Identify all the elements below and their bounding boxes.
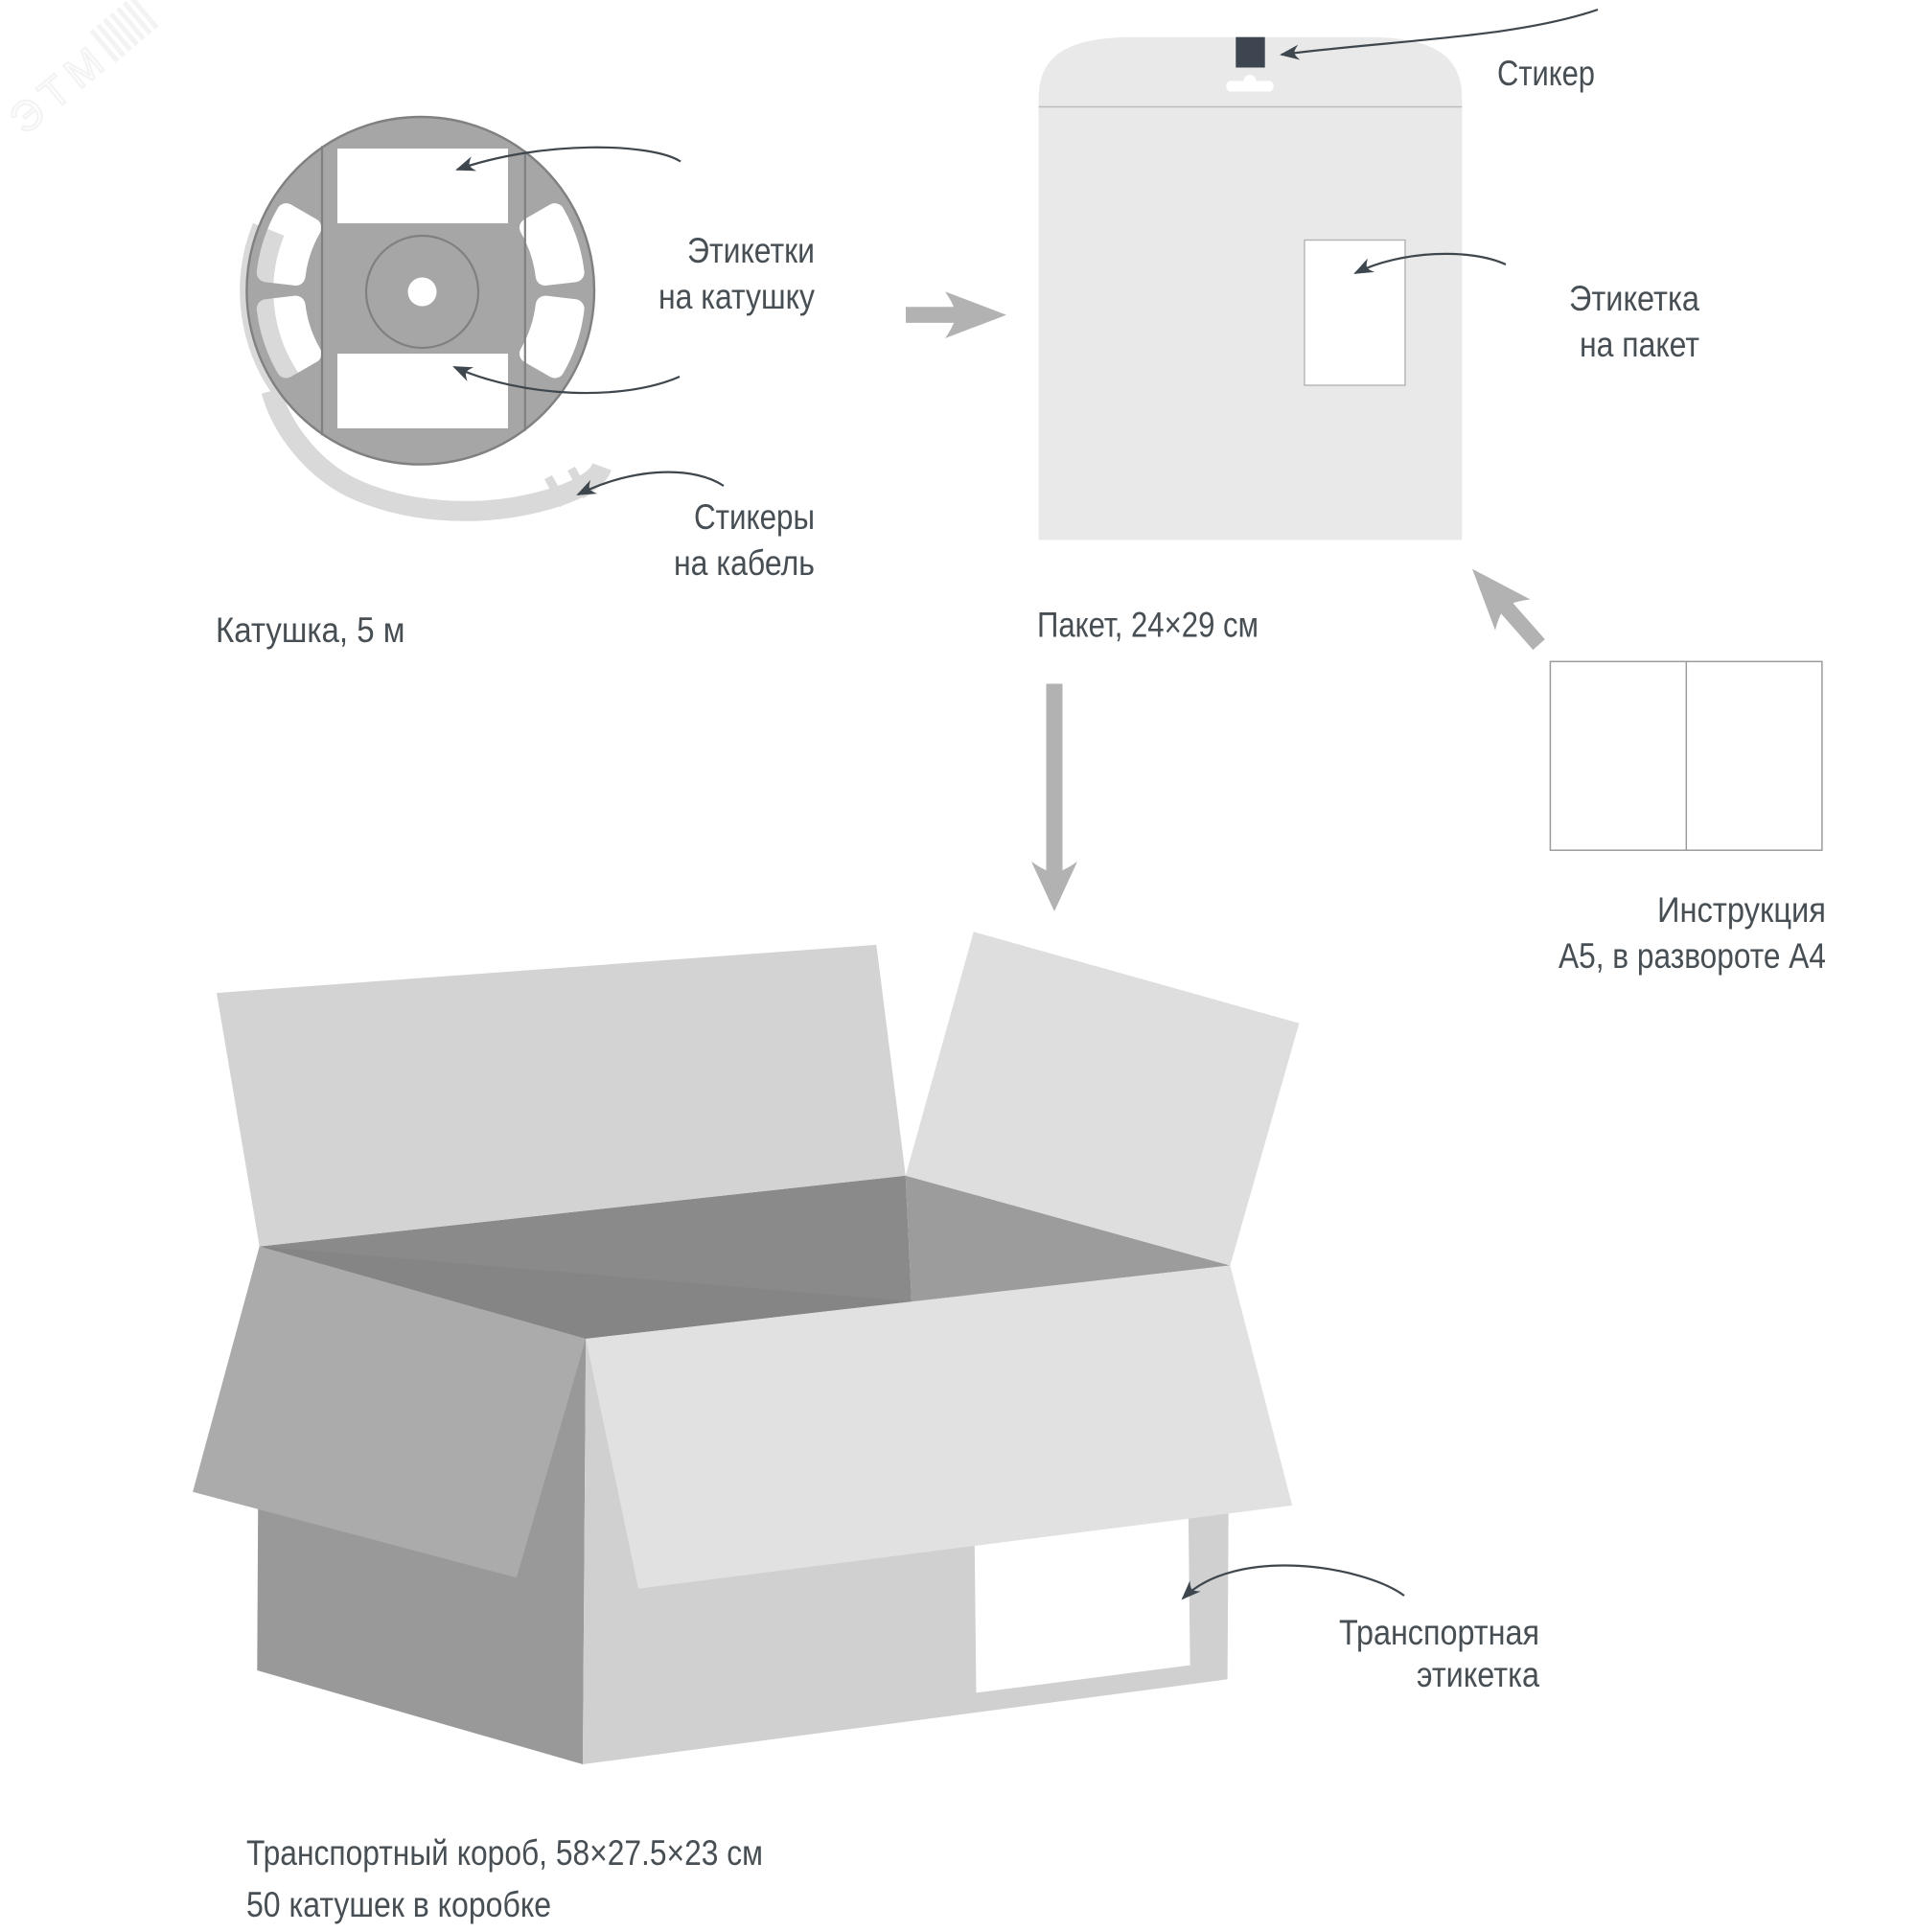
svg-text:на катушку: на катушку bbox=[658, 277, 815, 316]
svg-text:этикетка: этикетка bbox=[1417, 1655, 1539, 1694]
svg-text:Транспортный короб, 58×27.5×23: Транспортный короб, 58×27.5×23 см bbox=[246, 1833, 763, 1873]
svg-text:Этикетки: Этикетки bbox=[687, 231, 815, 270]
svg-text:Пакет, 24×29 см: Пакет, 24×29 см bbox=[1037, 606, 1259, 645]
svg-text:А5, в развороте А4: А5, в развороте А4 bbox=[1559, 936, 1826, 976]
svg-text:Стикер: Стикер bbox=[1497, 54, 1595, 93]
svg-text:50 катушек в коробке: 50 катушек в коробке bbox=[246, 1885, 551, 1924]
svg-text:Транспортная: Транспортная bbox=[1339, 1613, 1539, 1652]
svg-text:Стикеры: Стикеры bbox=[694, 497, 815, 537]
svg-text:Катушка, 5 м: Катушка, 5 м bbox=[216, 610, 405, 650]
svg-text:Инструкция: Инструкция bbox=[1657, 890, 1826, 930]
svg-text:ЭТМ: ЭТМ bbox=[1, 34, 119, 144]
svg-text:на пакет: на пакет bbox=[1580, 325, 1699, 364]
svg-text:Этикетка: Этикетка bbox=[1569, 279, 1699, 318]
svg-text:на кабель: на кабель bbox=[674, 543, 815, 583]
